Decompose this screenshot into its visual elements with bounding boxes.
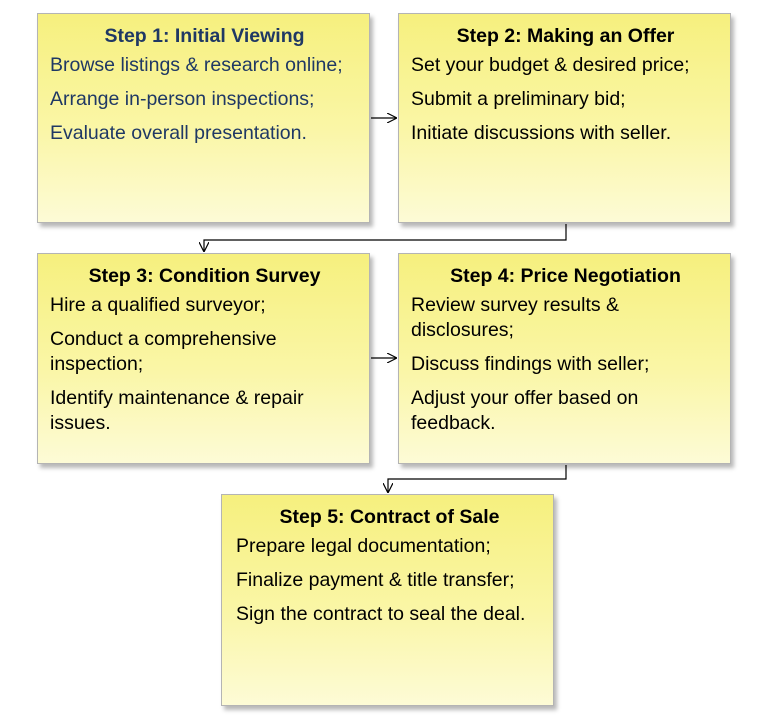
step-2-title: Step 2: Making an Offer xyxy=(456,25,675,47)
step-3-item-2: Conduct a comprehensive inspection; xyxy=(50,328,277,376)
step-1-item-1: Browse listings & research online; xyxy=(50,54,343,77)
step-1-box: Step 1: Initial Viewing Browse listings … xyxy=(37,13,370,223)
step-3-title: Step 3: Condition Survey xyxy=(88,265,321,287)
step-1-item-3: Evaluate overall presentation. xyxy=(50,122,307,145)
step-2-item-3: Initiate discussions with seller. xyxy=(411,122,672,145)
connector-step2-to-step3 xyxy=(204,224,567,251)
step-3-item-3: Identify maintenance & repair issues. xyxy=(50,387,304,435)
step-1-item-2: Arrange in-person inspections; xyxy=(50,88,315,111)
step-2-box: Step 2: Making an Offer Set your budget … xyxy=(398,13,731,223)
step-4-title: Step 4: Price Negotiation xyxy=(450,265,681,287)
step-4-item-2: Discuss findings with seller; xyxy=(411,353,650,376)
step-3-box: Step 3: Condition Survey Hire a qualifie… xyxy=(37,253,370,464)
step-5-item-1: Prepare legal documentation; xyxy=(236,535,491,558)
step-4-item-1: Review survey results & disclosures; xyxy=(411,294,620,342)
step-4-box: Step 4: Price Negotiation Review survey … xyxy=(398,253,731,464)
step-5-title: Step 5: Contract of Sale xyxy=(279,506,500,528)
step-2-item-2: Submit a preliminary bid; xyxy=(411,88,626,111)
step-5-item-2: Finalize payment & title transfer; xyxy=(236,569,515,592)
connector-step4-to-step5 xyxy=(388,465,567,492)
step-3-item-1: Hire a qualified surveyor; xyxy=(50,294,266,317)
step-4-item-3: Adjust your offer based on feedback. xyxy=(411,387,639,435)
step-2-item-1: Set your budget & desired price; xyxy=(411,54,690,77)
step-5-item-3: Sign the contract to seal the deal. xyxy=(236,603,526,626)
step-1-title: Step 1: Initial Viewing xyxy=(104,25,305,47)
step-5-box: Step 5: Contract of Sale Prepare legal d… xyxy=(221,494,554,706)
